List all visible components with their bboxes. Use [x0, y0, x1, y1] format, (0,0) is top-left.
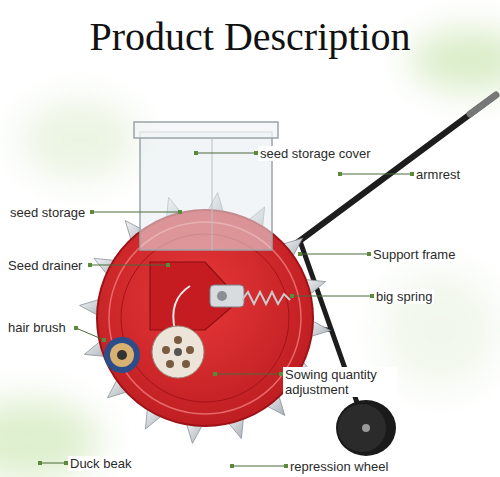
drawing-part	[110, 343, 134, 367]
drawing-part	[217, 291, 227, 301]
part-label: Duck beak	[68, 456, 133, 471]
leader-dot	[230, 464, 234, 468]
drawing-part	[174, 336, 182, 344]
drawing-part	[215, 374, 281, 375]
drawing-part	[140, 132, 272, 250]
drawing-part	[150, 262, 240, 330]
part-label: repression wheel	[288, 459, 390, 474]
drawing-part	[76, 328, 104, 340]
leader-dot	[102, 338, 106, 342]
drawing-part	[92, 212, 180, 213]
leader-dot	[88, 263, 92, 267]
leader-dot	[213, 372, 217, 376]
leader-dot	[178, 210, 182, 214]
leader-dot	[338, 172, 342, 176]
drawing-part	[380, 270, 500, 390]
repression-wheel	[336, 400, 396, 456]
drawing-part	[173, 286, 190, 330]
drawing-part	[134, 122, 278, 138]
leader-dot	[38, 461, 42, 465]
drawing-part	[109, 222, 301, 414]
leader-dot	[194, 151, 198, 155]
drawing-part	[338, 404, 386, 452]
part-label: armrest	[414, 167, 462, 182]
leader-dot	[290, 294, 294, 298]
drawing-part	[186, 346, 194, 354]
hair-brush	[104, 337, 140, 373]
drawing-part	[196, 153, 256, 154]
drawing-part	[336, 400, 396, 456]
big-spring	[242, 292, 290, 304]
leader-dot	[90, 210, 94, 214]
part-label: seed storage	[8, 205, 87, 220]
drawing-part	[182, 360, 190, 368]
seed-hopper	[134, 122, 278, 250]
drawing-part	[90, 265, 168, 266]
drawing-part	[212, 138, 213, 250]
page-title: Product Description	[0, 14, 500, 60]
sowing-adjustment	[152, 326, 204, 378]
drawing-part	[300, 254, 369, 255]
part-label: Sowing quantity adjustment	[283, 367, 397, 397]
part-label: Seed drainer	[6, 258, 84, 273]
drawing-part	[410, 30, 500, 90]
drawing-part	[20, 100, 140, 180]
drawing-part	[232, 466, 286, 467]
leader-dot	[74, 326, 78, 330]
drawing-part	[117, 350, 127, 360]
drawing-part	[166, 360, 174, 368]
drawing-part	[362, 424, 370, 432]
drawing-part	[470, 95, 496, 114]
drawing-part	[340, 174, 412, 175]
drawing-part	[292, 296, 372, 297]
drawing-part	[174, 348, 182, 356]
background-blur	[0, 30, 500, 477]
leader-dot	[298, 252, 302, 256]
drawing-part	[121, 234, 289, 402]
drawing-part	[40, 463, 66, 464]
drawing-part	[104, 337, 140, 373]
part-label: Support frame	[371, 247, 457, 262]
leader-dots	[38, 151, 414, 468]
leader-lines	[40, 153, 412, 466]
hub	[210, 285, 244, 307]
leader-dot	[166, 263, 170, 267]
part-label: seed storage cover	[258, 146, 373, 161]
drawing-part	[162, 346, 170, 354]
drawing-part	[210, 285, 244, 307]
part-label: big spring	[374, 289, 434, 304]
drawing-part	[152, 326, 204, 378]
part-label: hair brush	[6, 320, 68, 335]
